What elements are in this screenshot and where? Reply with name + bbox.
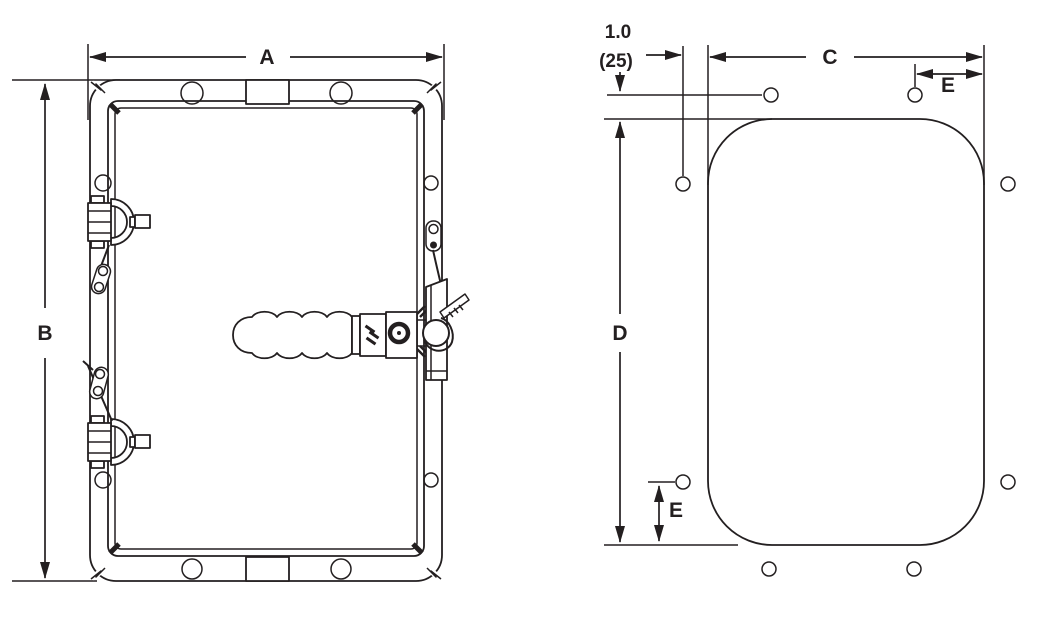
dimension-e-bottom: E — [654, 485, 683, 542]
dimension-e-top: E — [916, 69, 983, 97]
cutout-template-view: 1.0 (25) C D E E — [599, 22, 1016, 577]
frame-hole — [423, 175, 439, 191]
frame-hole — [181, 558, 203, 580]
hinge-pin-clip-top — [90, 244, 112, 295]
mounting-hole — [675, 176, 691, 192]
dimension-c: C — [709, 46, 983, 69]
handle-grip — [232, 310, 353, 360]
mounting-hole — [1000, 474, 1016, 490]
mounting-hole — [1000, 176, 1016, 192]
hinge-pin-clip-bottom — [82, 360, 113, 422]
extension-line — [12, 44, 445, 582]
dimension-a: A — [89, 46, 443, 69]
dimension-label-b: B — [37, 322, 52, 345]
extension-line — [604, 45, 985, 546]
mounting-hole — [907, 87, 923, 103]
frame-hole — [180, 81, 204, 105]
frame-hole — [329, 81, 353, 105]
weld-hatch — [415, 305, 430, 358]
brand-mark — [364, 324, 380, 346]
door-handle — [232, 305, 430, 360]
dimension-label-c: C — [822, 46, 837, 69]
dimension-b: B — [37, 83, 53, 579]
hole-centerline — [607, 46, 916, 483]
latch-assembly — [422, 220, 470, 381]
frame-hole — [94, 471, 112, 489]
mounting-hole — [906, 561, 922, 577]
frame-hole — [423, 472, 439, 488]
frame-hole — [94, 174, 112, 192]
mounting-holes — [675, 87, 1016, 577]
dimension-label-e-bottom: E — [669, 499, 683, 522]
mounting-hole — [675, 474, 691, 490]
dimension-label-a: A — [259, 46, 274, 69]
mounting-hole — [763, 87, 779, 103]
dimension-d: D — [612, 121, 628, 543]
corner-relief-marks — [90, 80, 442, 581]
mounting-hole — [761, 561, 777, 577]
panel-corner-welds — [108, 102, 424, 555]
offset-value-inches: 1.0 — [605, 22, 631, 43]
dimension-label-e-top: E — [941, 74, 955, 97]
offset-value-mm: (25) — [599, 51, 633, 72]
offset-annotation: 1.0 (25) — [599, 22, 682, 92]
dimension-label-d: D — [612, 322, 627, 345]
door-assembly-view: A B — [12, 44, 470, 582]
latch-bail-wire — [423, 317, 454, 352]
mounting-tab-bottom — [245, 556, 290, 582]
frame-holes — [94, 81, 439, 580]
cutout-outline — [707, 118, 985, 546]
mounting-tab-top — [245, 79, 290, 105]
latch-boss — [422, 319, 450, 347]
frame-hole — [330, 558, 352, 580]
